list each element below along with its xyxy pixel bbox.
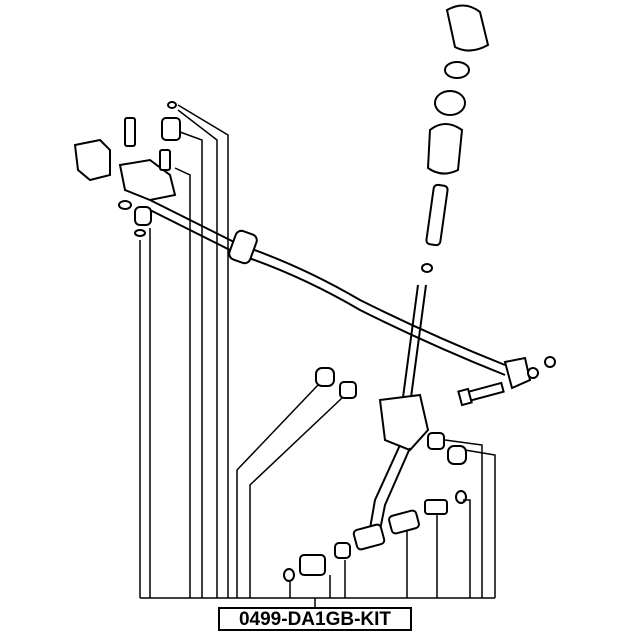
left-small-parts [118, 101, 181, 237]
rod-bushing [228, 229, 258, 265]
knob-and-boots [421, 4, 490, 273]
part-number-label: 0499-DA1GB-KIT [218, 607, 412, 631]
shift-rod [149, 199, 506, 376]
lower-bushings [283, 367, 467, 582]
shift-lever [367, 284, 430, 541]
right-end-parts [457, 356, 556, 407]
leader-lines [139, 104, 496, 608]
